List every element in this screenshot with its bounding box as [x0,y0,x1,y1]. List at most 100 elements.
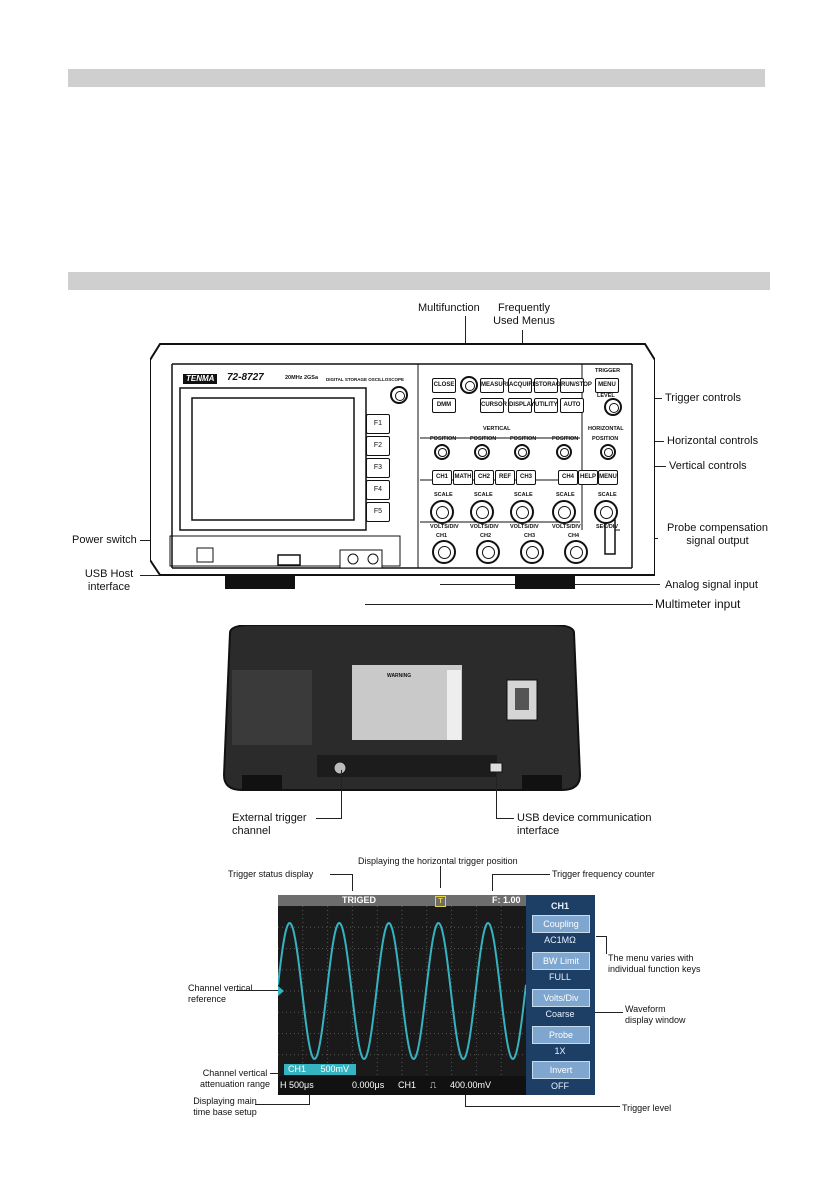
label-usb-device: USB device communication interface [517,812,652,837]
leader-line [341,770,342,818]
label-external-trigger: External trigger channel [232,812,307,837]
menu-key-bw-limit[interactable]: BW Limit [532,952,590,970]
menu-key-volts-div[interactable]: Volts/Div [532,989,590,1007]
leader-line [309,1093,310,1105]
channel-volts: 500mV [320,1064,350,1074]
dmm-button[interactable]: DMM [432,398,456,413]
menu-title: CH1 [550,901,569,911]
scale-label-ch4: SCALE [556,492,575,498]
ch1-button[interactable]: CH1 [432,470,452,485]
auto-button[interactable]: AUTO [560,398,584,413]
utility-button[interactable]: UTILITY [534,398,558,413]
leader-line [255,1104,309,1105]
trigger-menu-button[interactable]: MENU [595,378,619,393]
waveform-trace [278,921,526,1061]
ch3-input-bnc[interactable] [520,540,544,564]
trigger-status: TRIGED [342,895,377,905]
leader-line [352,874,353,891]
f5-button[interactable]: F5 [366,502,390,522]
rear-body [222,625,582,791]
label-trigger-status: Trigger status display [228,869,314,879]
volts-div-label-ch3: VOLTS/DIV [510,524,539,530]
section-header-bar [68,69,765,87]
ch4-scale-knob[interactable] [552,500,576,524]
storage-button[interactable]: STORAGE [534,378,565,393]
screen-footer: CH1 500mV H 500μs 0.000μs CH1 ⎍ 400.00mV [278,1064,526,1095]
screen-status-bar: TRIGED F: 1.00 T [278,895,526,907]
menu-key-invert[interactable]: Invert [532,1061,590,1079]
label-analog-input: Analog signal input [665,579,758,591]
trigger-level-value: 400.00mV [450,1080,492,1090]
label-probe-compensation: Probe compensation signal output [667,522,768,547]
menu-value-probe: 1X [554,1046,566,1056]
ch4-position-knob[interactable] [556,444,572,460]
position-label-ch1: POSITION [430,436,457,442]
channel-reference-marker [278,986,284,996]
ch4-button[interactable]: CH4 [558,470,578,485]
ch2-button[interactable]: CH2 [474,470,494,485]
menu-key-probe[interactable]: Probe [532,1026,590,1044]
math-button[interactable]: MATH [453,470,473,485]
measure-button[interactable]: MEASURE [480,378,511,393]
leader-line [440,866,441,888]
horizontal-position-knob[interactable] [600,444,616,460]
f3-button[interactable]: F3 [366,458,390,478]
menu-on-off-button[interactable] [390,386,408,404]
position-label-ch2: POSITION [470,436,497,442]
label-trigger-level: Trigger level [622,1103,672,1113]
leader-line [236,990,284,991]
oscilloscope-rear-photo: WARNING [222,625,582,805]
f4-button[interactable]: F4 [366,480,390,500]
trigger-level-knob[interactable] [604,398,622,416]
ch3-scale-knob[interactable] [510,500,534,524]
position-label-horizontal: POSITION [592,436,619,442]
help-button[interactable]: HELP [578,470,598,485]
ch3-position-knob[interactable] [514,444,530,460]
model-number: 72-8727 [227,372,264,383]
leader-line [330,874,352,875]
level-label: LEVEL [597,393,615,399]
close-button[interactable]: CLOSE [432,378,456,393]
horizontal-scale-knob[interactable] [594,500,618,524]
f2-button[interactable]: F2 [366,436,390,456]
trigger-frequency: F: 1.00 [492,895,521,905]
ch1-scale-knob[interactable] [430,500,454,524]
leader-line [606,936,607,954]
ch1-position-knob[interactable] [434,444,450,460]
leader-line [316,818,342,819]
ch2-position-knob[interactable] [474,444,490,460]
acquire-button[interactable]: ACQUIRE [508,378,537,393]
menu-key-coupling[interactable]: Coupling [532,915,590,933]
rear-warning-label: WARNING [387,673,412,679]
time-base: H 500μs [280,1080,314,1090]
function-menu: CH1 Coupling AC1MΩ BW Limit FULL Volts/D… [526,895,595,1095]
menu-value-bw-limit: FULL [548,972,571,982]
spec-text: 20MHz 2GSa [285,375,319,381]
ch4-input-bnc[interactable] [564,540,588,564]
label-horizontal-trigger-position: Displaying the horizontal trigger positi… [358,856,518,866]
leader-line [492,874,550,875]
ch3-button[interactable]: CH3 [516,470,536,485]
ref-button[interactable]: REF [495,470,515,485]
leader-line [496,818,514,819]
trigger-position-marker: T [435,896,446,907]
label-trigger-frequency: Trigger frequency counter [552,869,655,879]
label-main-time-base: Displaying main time base setup [193,1096,257,1117]
volts-div-label-ch1: VOLTS/DIV [430,524,459,530]
label-channel-vertical-reference: Channel vertical reference [188,983,253,1004]
cursor-button[interactable]: CURSOR [480,398,507,413]
display-button[interactable]: DISPLAY [508,398,534,413]
ch2-scale-knob[interactable] [470,500,494,524]
run-stop-button[interactable]: RUN/STOP [560,378,592,393]
label-multimeter-input: Multimeter input [655,597,741,611]
ch2-input-bnc[interactable] [476,540,500,564]
horizontal-title: HORIZONTAL [588,426,624,432]
multipurpose-knob[interactable] [460,376,478,394]
label-power-switch: Power switch [72,534,137,546]
ch1-input-bnc[interactable] [432,540,456,564]
horizontal-menu-button[interactable]: MENU [598,470,618,485]
input-label-ch4: CH4 [568,533,580,539]
menu-value-volts-div: Coarse [545,1009,575,1019]
f1-button[interactable]: F1 [366,414,390,434]
label-trigger-controls: Trigger controls [665,392,742,404]
